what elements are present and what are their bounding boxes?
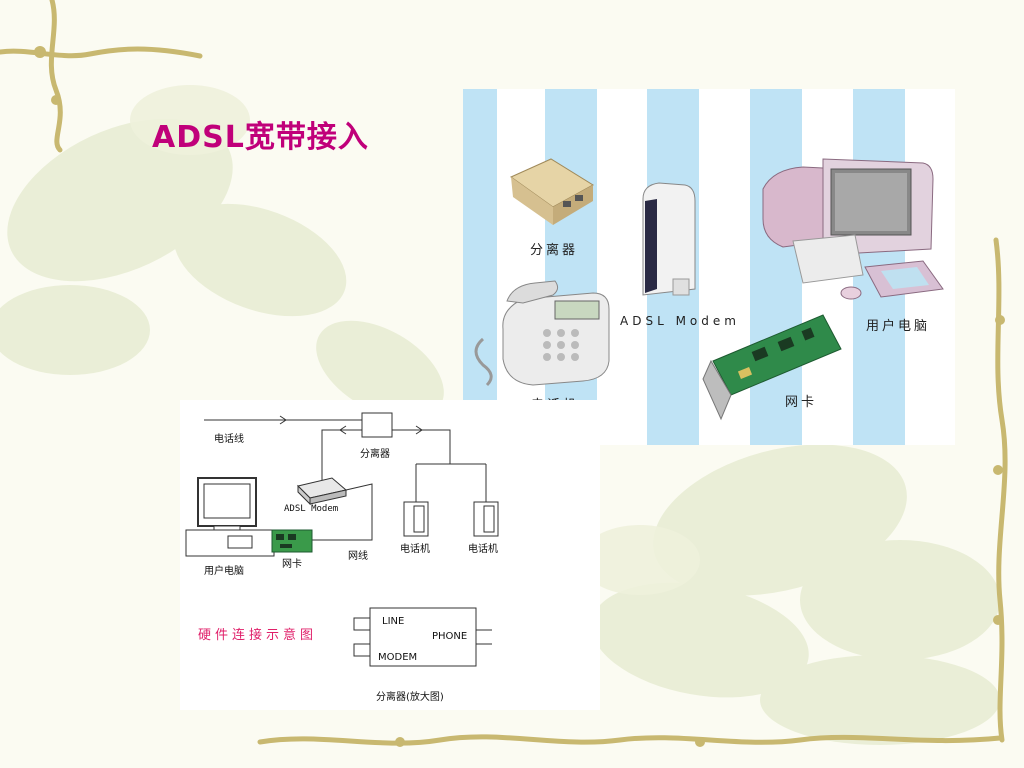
- splitter-detail-phone: PHONE: [432, 631, 468, 642]
- photo-label-modem: ADSL Modem: [620, 314, 740, 328]
- telephone-device-icon: [474, 280, 610, 387]
- schematic-caption: 硬件连接示意图: [198, 628, 318, 643]
- splitter-detail-line: LINE: [382, 616, 405, 627]
- modem-device-icon: [642, 182, 696, 296]
- photo-label-splitter: 分离器: [530, 243, 579, 258]
- schematic-label-adsl-modem: ADSL Modem: [284, 504, 339, 514]
- schematic-label-nic: 网卡: [282, 559, 302, 570]
- computer-device-icon: [762, 158, 944, 300]
- splitter-detail-modem: MODEM: [378, 652, 418, 663]
- splitter-device-icon: [510, 158, 594, 225]
- schematic-label-phone-1: 电话机: [400, 544, 430, 555]
- splitter-detail-caption: 分离器(放大图): [376, 692, 444, 703]
- photo-label-nic: 网卡: [785, 395, 818, 410]
- photo-label-computer: 用户电脑: [866, 319, 931, 334]
- schematic-label-splitter: 分离器: [360, 449, 390, 460]
- schematic-label-net-cable: 网线: [348, 551, 368, 562]
- schematic-label-phone-line: 电话线: [214, 434, 244, 445]
- connection-schematic: [185, 412, 499, 667]
- schematic-label-phone-2: 电话机: [468, 544, 498, 555]
- schematic-label-user-pc: 用户电脑: [204, 566, 244, 577]
- connection-schematic-panel: 电话线 分离器 ADSL Modem 用户电脑 网卡 网线 电话机 电话机 LI…: [180, 400, 600, 710]
- network-card-icon: [702, 314, 842, 421]
- device-illustration: [463, 89, 944, 445]
- slide-title: ADSL宽带接入: [152, 120, 369, 155]
- device-photo-panel: 分离器 ADSL Modem 用户电脑 电话机 网卡: [463, 89, 955, 445]
